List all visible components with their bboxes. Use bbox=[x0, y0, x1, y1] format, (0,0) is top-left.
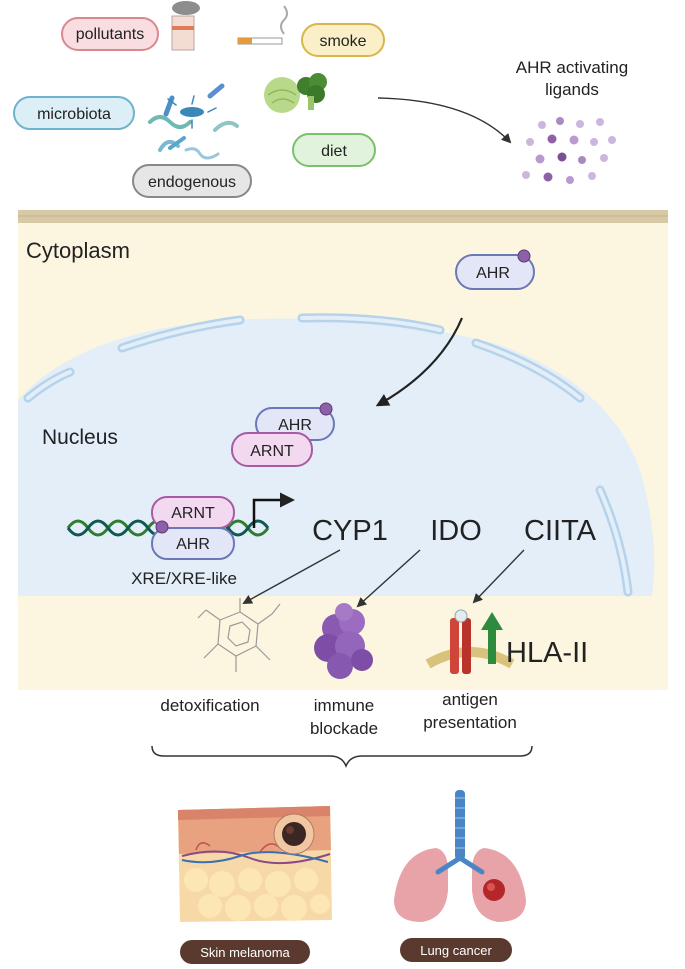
gene-ciita: CIITA bbox=[524, 515, 597, 547]
cigarette-icon bbox=[237, 5, 288, 45]
smoke-label: smoke bbox=[319, 33, 366, 50]
outcome-immune-line1: immune bbox=[314, 696, 374, 715]
diet-source: diet bbox=[292, 133, 376, 167]
nucleus-label: Nucleus bbox=[42, 426, 118, 449]
ciita-arrow bbox=[472, 549, 525, 604]
hla-receptor-icon bbox=[425, 609, 515, 674]
ahr-cytoplasm-label: AHR bbox=[476, 265, 510, 282]
diet-label: diet bbox=[321, 143, 347, 160]
ahr-arnt-complex: AHR ARNT bbox=[231, 402, 335, 467]
gene-cyp1: CYP1 bbox=[312, 515, 388, 547]
skin-melanoma-badge: Skin melanoma bbox=[180, 940, 310, 964]
ahr-dna-label: AHR bbox=[176, 536, 210, 553]
ahr-cytoplasm: AHR bbox=[455, 249, 535, 290]
factory-icon bbox=[171, 1, 200, 51]
grouping-brace bbox=[151, 745, 533, 769]
gene-ido: IDO bbox=[430, 515, 482, 547]
lungs-icon bbox=[394, 790, 526, 922]
ahr-nucleus-label: AHR bbox=[278, 417, 312, 434]
xre-label: XRE/XRE-like bbox=[131, 569, 237, 588]
transcription-start-arrow bbox=[252, 492, 295, 528]
outcome-antigen-line2: presentation bbox=[423, 713, 517, 732]
outcome-detoxification: detoxification bbox=[160, 696, 259, 715]
pollutants-source: pollutants bbox=[61, 17, 159, 51]
cyp1-arrow bbox=[242, 549, 341, 604]
arnt-dna-label: ARNT bbox=[171, 505, 215, 522]
vegetables-icon bbox=[264, 73, 327, 113]
endogenous-source: endogenous bbox=[132, 164, 252, 198]
ido-protein-icon bbox=[314, 603, 373, 679]
dna-bound-complex: ARNT AHR bbox=[151, 496, 235, 560]
arnt-nucleus-label: ARNT bbox=[250, 443, 294, 460]
bacteria-icon bbox=[148, 83, 239, 160]
skin-melanoma-label: Skin melanoma bbox=[200, 945, 290, 960]
ido-arrow bbox=[356, 549, 421, 608]
endogenous-label: endogenous bbox=[148, 174, 236, 191]
skin-tissue-icon bbox=[178, 806, 332, 922]
outcome-immune-line2: blockade bbox=[310, 719, 378, 738]
hla-label: HLA-II bbox=[506, 637, 588, 669]
smoke-source: smoke bbox=[301, 23, 385, 57]
lung-cancer-badge: Lung cancer bbox=[400, 938, 512, 962]
ligands-arrow bbox=[377, 97, 512, 144]
ligands-label-line1: AHR activating bbox=[516, 58, 628, 77]
cytoplasm-label: Cytoplasm bbox=[26, 238, 130, 263]
ligands-label-line2: ligands bbox=[545, 80, 599, 99]
lung-cancer-label: Lung cancer bbox=[420, 943, 492, 958]
outcome-antigen-line1: antigen bbox=[442, 690, 498, 709]
ligand-dots bbox=[522, 117, 616, 184]
microbiota-label: microbiota bbox=[37, 106, 111, 123]
porphyrin-molecule-icon bbox=[197, 598, 281, 672]
translocation-arrow bbox=[375, 317, 464, 407]
pollutants-label: pollutants bbox=[76, 26, 145, 43]
microbiota-source: microbiota bbox=[13, 96, 135, 130]
